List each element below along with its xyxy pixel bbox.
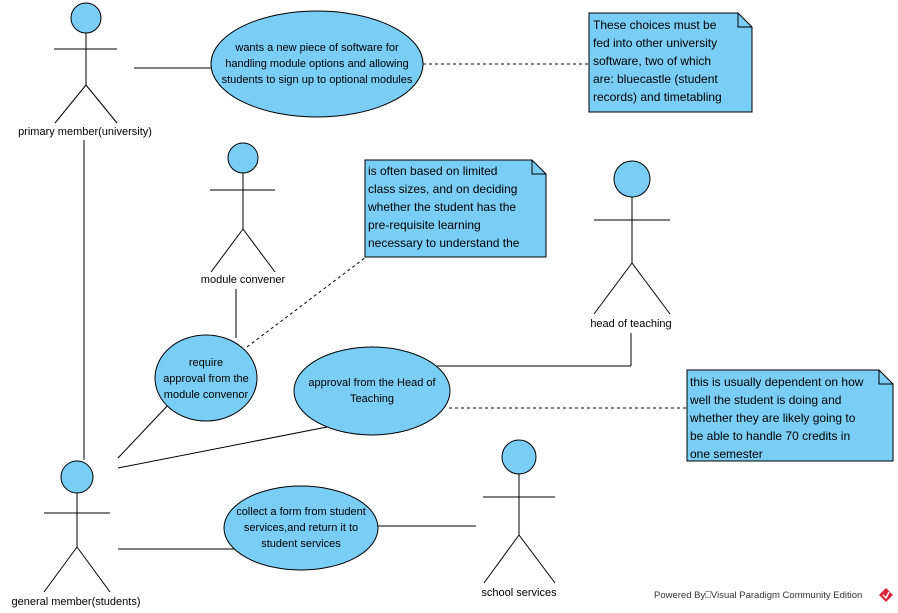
use-case-convenor-approval-label: require approval from the module conveno…	[163, 357, 249, 401]
visual-paradigm-logo-icon	[879, 588, 893, 602]
note-credits-text: this is usually dependent on how well th…	[690, 375, 864, 461]
note-credits-fold	[878, 370, 893, 385]
note-class-sizes-fold	[531, 160, 546, 175]
use-case-form[interactable]	[223, 485, 379, 571]
note-choices-text: These choices must be fed into other uni…	[593, 18, 722, 110]
actor-label-head: head of teaching	[590, 318, 671, 330]
note-class-sizes[interactable]	[364, 159, 547, 258]
note-choices[interactable]	[588, 12, 753, 113]
actor-students[interactable]	[43, 460, 111, 593]
note-class-sizes-text: is often based on limited class sizes, a…	[368, 164, 520, 250]
use-case-head-approval[interactable]	[293, 346, 451, 436]
actor-convener[interactable]	[210, 142, 276, 273]
use-case-software[interactable]	[210, 10, 424, 118]
use-case-form-label: collect a form from student services,and…	[236, 506, 366, 550]
actor-label-primary: primary member(university)	[18, 126, 152, 138]
note-credits[interactable]	[686, 369, 894, 462]
use-case-software-label: wants a new piece of software for handli…	[221, 42, 413, 86]
use-case-convenor-approval[interactable]	[154, 334, 258, 422]
note-choices-fold	[737, 13, 752, 28]
actor-label-convener: module convener	[201, 274, 286, 286]
actor-label-students: general member(students)	[11, 596, 140, 608]
anchor-convenor-note	[246, 256, 367, 348]
use-case-head-approval-label: approval from the Head of Teaching	[308, 377, 436, 405]
watermark-text: Powered By⎕Visual Paradigm Community Edi…	[654, 590, 863, 601]
actor-head[interactable]	[593, 160, 671, 315]
assoc-students-convenor	[117, 402, 171, 459]
assoc-students-head	[117, 426, 328, 469]
actor-label-school: school services	[481, 587, 557, 599]
actor-school[interactable]	[483, 439, 556, 584]
actor-primary[interactable]	[54, 2, 118, 124]
